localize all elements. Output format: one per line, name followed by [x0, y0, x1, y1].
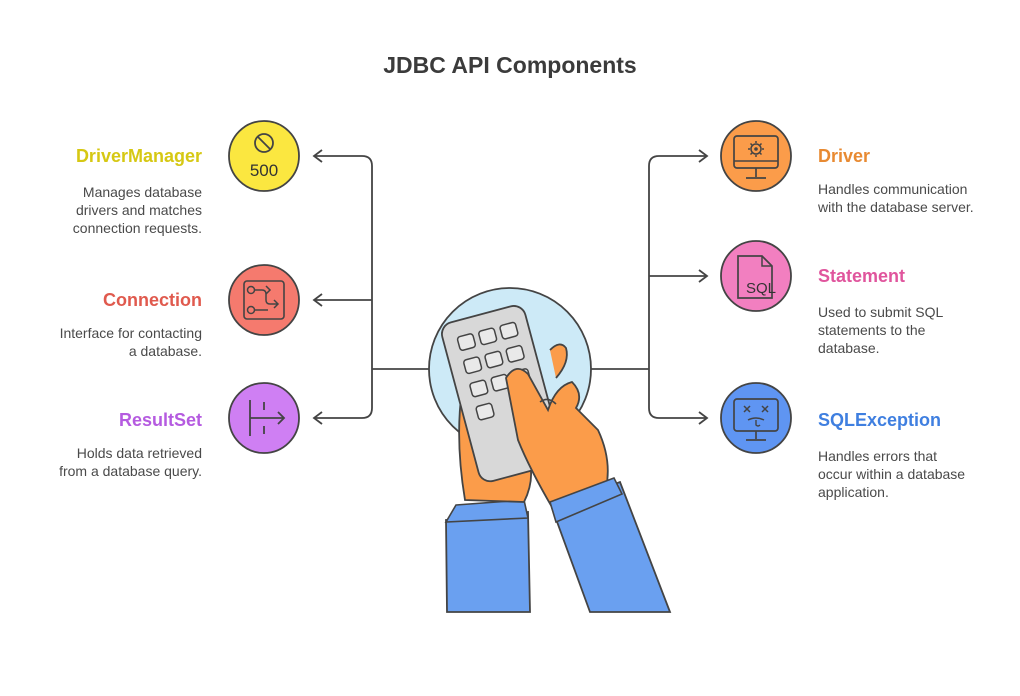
sqlexception-description-line: Handles errors that [818, 448, 938, 464]
resultset-description-line: from a database query. [59, 463, 202, 479]
statement-description-line: database. [818, 340, 880, 356]
drivermanager-description: Manages database drivers and matches con… [73, 183, 202, 237]
drivermanager-description-line: Manages database [82, 184, 202, 200]
sqlexception-description: Handles errors that occur within a datab… [818, 447, 965, 501]
connection-label: Connection [103, 290, 202, 310]
statement-icon-text: SQL [746, 280, 776, 297]
driver-icon [720, 120, 792, 192]
drivermanager-description-line: connection requests. [72, 220, 202, 236]
drivermanager-label: DriverManager [75, 146, 202, 166]
connection-description-line: Interface for contacting [59, 325, 202, 341]
sqlexception-description-line: application. [818, 484, 889, 500]
driver-description-line: Handles communication [818, 181, 968, 197]
sqlexception-description-line: occur within a database [818, 466, 966, 482]
drivermanager-icon-text: 500 [250, 161, 278, 180]
hands-calculator-icon [428, 287, 672, 613]
connectors-left [312, 149, 430, 425]
connection-description-line: a database. [128, 343, 202, 359]
resultset-icon [228, 382, 300, 454]
driver-description: Handles communication with the database … [818, 180, 974, 216]
resultset-label: ResultSet [118, 410, 202, 430]
driver-description-line: with the database server. [818, 199, 974, 215]
drivermanager-description-line: drivers and matches [75, 202, 202, 218]
resultset-description-line: Holds data retrieved [76, 445, 202, 461]
statement-description-line: statements to the [818, 322, 926, 338]
statement-description: Used to submit SQL statements to the dat… [818, 303, 943, 357]
resultset-description: Holds data retrieved from a database que… [59, 444, 202, 480]
sqlexception-icon [720, 382, 792, 454]
drivermanager-icon: 500 [228, 120, 300, 192]
statement-label: Statement [818, 266, 906, 286]
driver-label: Driver [818, 146, 871, 166]
sqlexception-label: SQLException [818, 410, 942, 430]
statement-icon: SQL [720, 240, 792, 312]
page-title: JDBC API Components [383, 52, 637, 78]
connection-description: Interface for contacting a database. [60, 324, 202, 360]
connection-icon [228, 264, 300, 336]
statement-description-line: Used to submit SQL [818, 304, 944, 320]
connectors-right [590, 149, 709, 425]
